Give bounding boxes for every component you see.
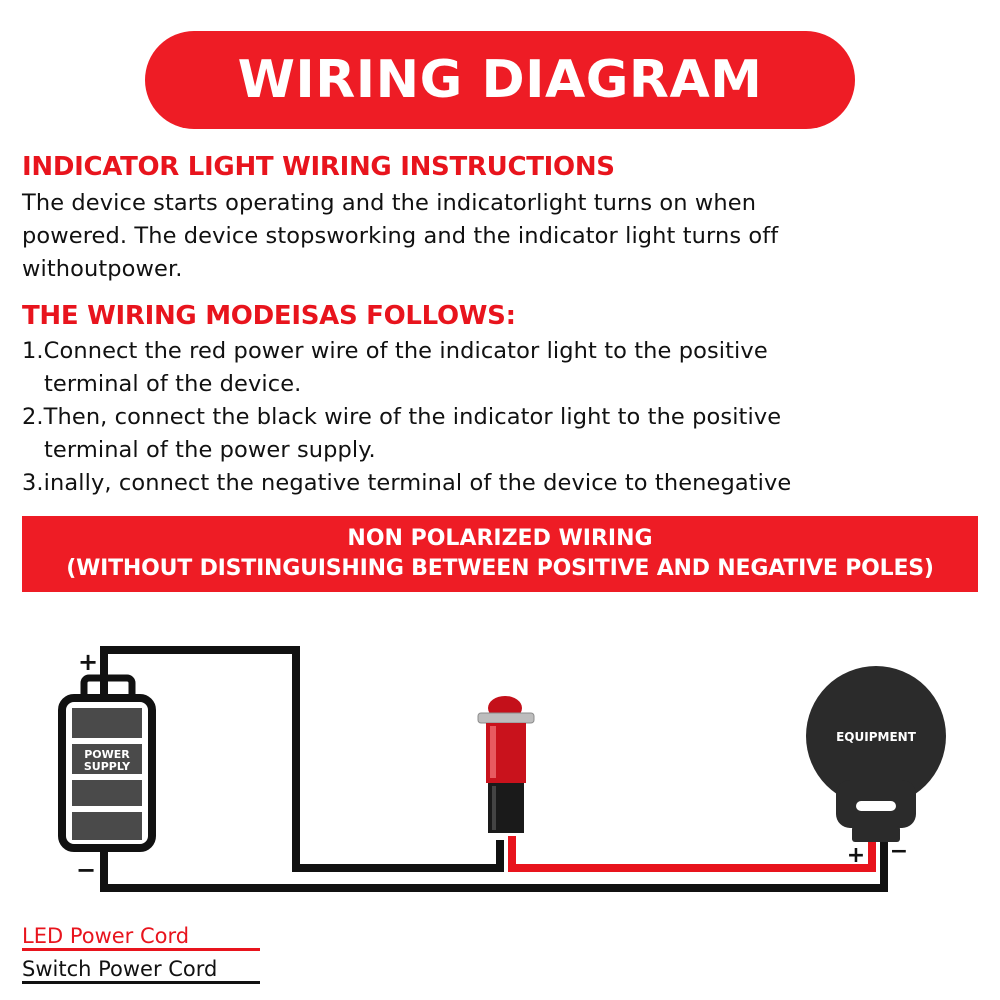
equipment-minus-label: − [890, 839, 908, 864]
step-line: 3.inally, connect the negative terminal … [22, 470, 792, 496]
battery-label-power: POWER [84, 748, 130, 761]
battery-minus-label: − [76, 856, 96, 884]
non-polarized-banner: NON POLARIZED WIRING (WITHOUT DISTINGUIS… [22, 516, 978, 592]
black-wire-top [100, 646, 504, 872]
legend-black-line [22, 981, 260, 984]
wiring-mode-heading: THE WIRING MODEISAS FOLLOWS: [22, 301, 516, 331]
banner-line-1: NON POLARIZED WIRING [347, 526, 653, 551]
battery-plus-label: + [78, 648, 98, 676]
step-2: 2.Then, connect the black wire of the in… [22, 401, 982, 467]
banner-line-2: (WITHOUT DISTINGUISHING BETWEEN POSITIVE… [66, 556, 934, 581]
legend-led-cord: LED Power Cord [22, 924, 190, 948]
indicator-light-icon [477, 696, 535, 833]
equipment-plus-label: + [847, 843, 865, 868]
red-wire [508, 836, 876, 872]
instructions-heading: INDICATOR LIGHT WIRING INSTRUCTIONS [22, 152, 615, 182]
black-wire-bottom [100, 836, 888, 892]
wiring-steps: 1.Connect the red power wire of the indi… [22, 335, 982, 500]
legend-red-line [22, 948, 260, 951]
instructions-text: The device starts operating and the indi… [22, 187, 982, 286]
battery-label-supply: SUPPLY [84, 760, 131, 773]
instructions-line: withoutpower. [22, 256, 183, 282]
title-banner: WIRING DIAGRAM [145, 31, 855, 129]
instructions-line: The device starts operating and the indi… [22, 190, 757, 216]
instructions-line: powered. The device stopsworking and the… [22, 223, 779, 249]
equipment-label: EQUIPMENT [836, 730, 917, 744]
step-3: 3.inally, connect the negative terminal … [22, 467, 982, 500]
wiring-diagram: POWER SUPPLY + − EQUIPMENT + − [58, 646, 946, 892]
equipment-icon: EQUIPMENT [806, 666, 946, 842]
step-1: 1.Connect the red power wire of the indi… [22, 335, 982, 401]
step-line: 2.Then, connect the black wire of the in… [22, 404, 782, 430]
page-title: WIRING DIAGRAM [237, 50, 763, 110]
step-line: 1.Connect the red power wire of the indi… [22, 338, 768, 364]
step-line: terminal of the device. [44, 371, 302, 397]
battery-icon: POWER SUPPLY [58, 674, 156, 852]
legend-switch-cord: Switch Power Cord [22, 957, 218, 981]
step-line: terminal of the power supply. [44, 437, 376, 463]
